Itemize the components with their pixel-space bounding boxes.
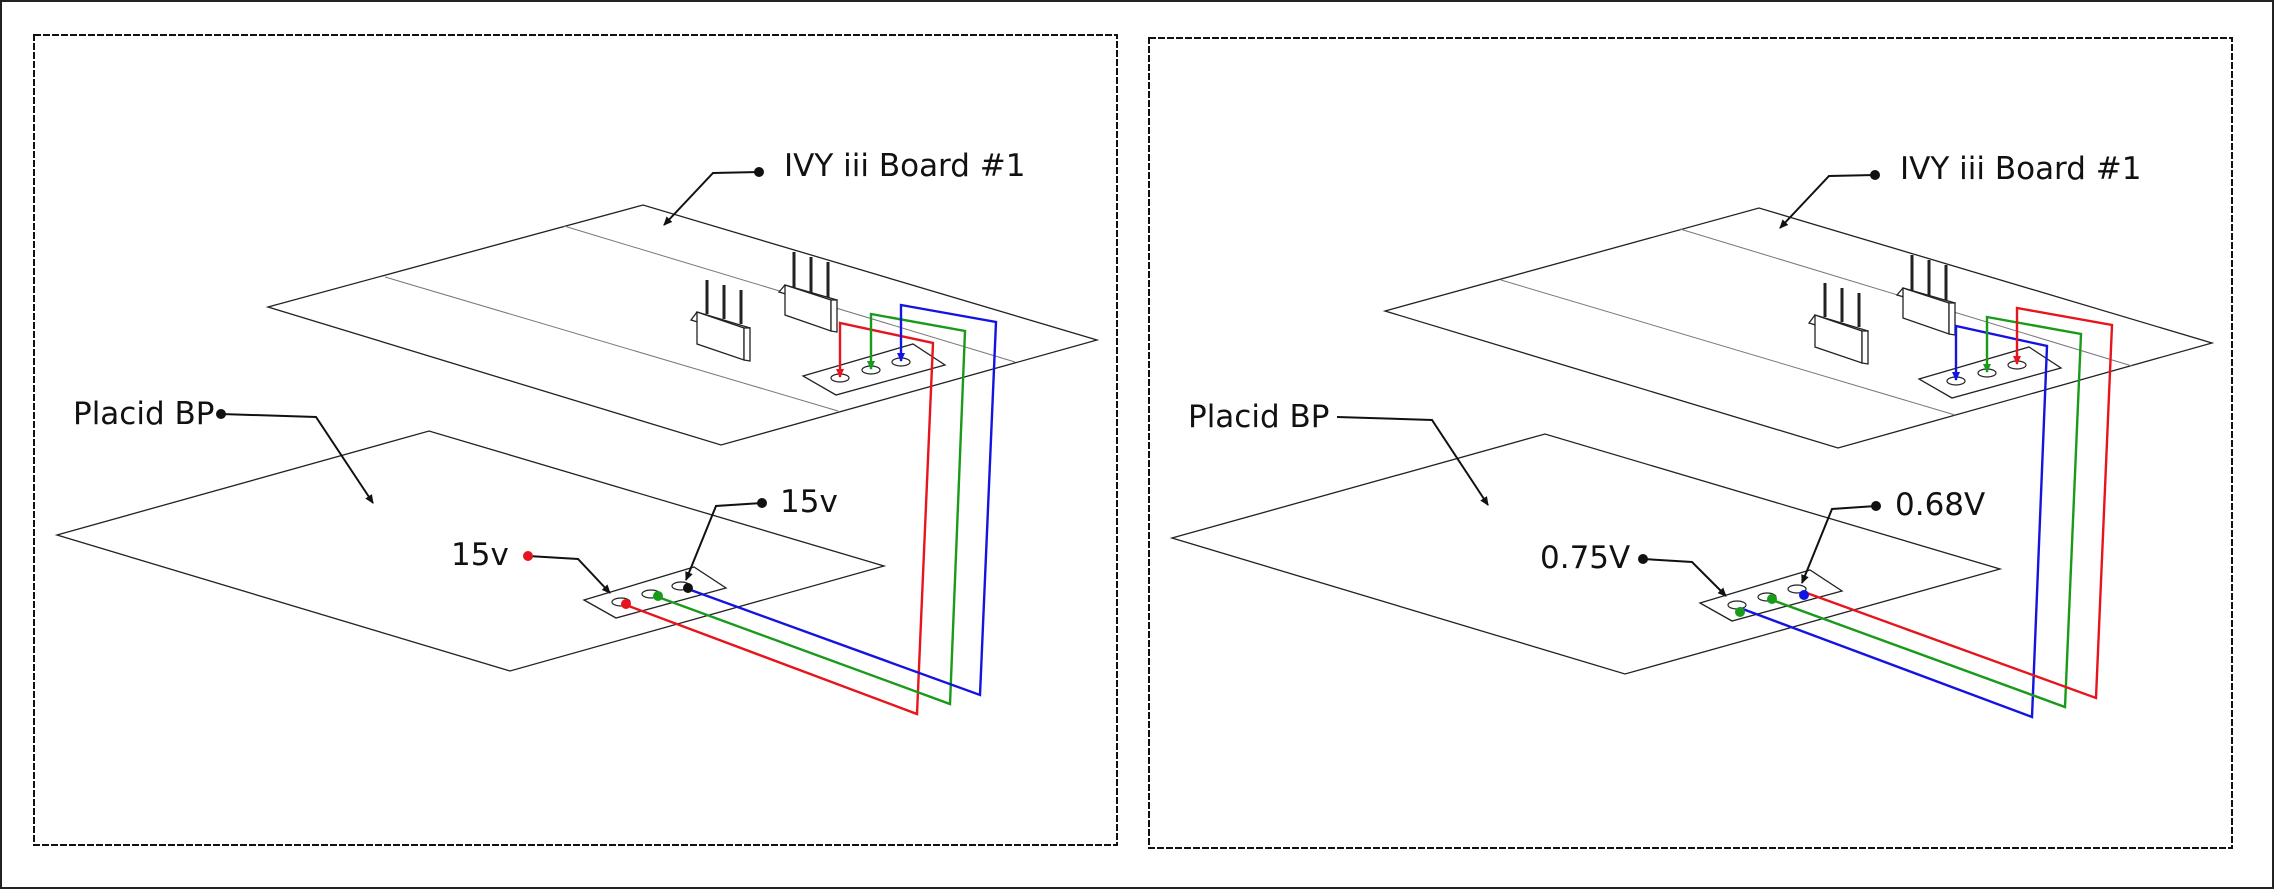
ivy-board-plane [265, 204, 1100, 446]
header-connector [1807, 283, 1870, 365]
probe-dot-black [683, 583, 693, 593]
panel-1-border [33, 34, 1118, 846]
probe-dot-green [1767, 594, 1777, 604]
wire-red [1803, 306, 2114, 700]
callout-right-pin: 15v [685, 484, 838, 581]
left-pin-label: 0.75V [1540, 540, 1630, 576]
callout-left-pin: 0.75V [1540, 540, 1727, 597]
panel-2-border [1148, 37, 2233, 849]
bp-board-plane [54, 430, 887, 672]
callout-left-pin: 15v [451, 537, 611, 594]
board-test-pad [1917, 346, 2063, 399]
wire-green [1771, 315, 2083, 709]
wire-blue [687, 303, 998, 697]
left-pin-label: 15v [451, 537, 509, 573]
wire-blue [1739, 324, 2049, 719]
board-label: IVY iii Board #1 [784, 148, 1026, 184]
header-connector [689, 280, 752, 362]
probe-dot-green [1735, 607, 1745, 617]
header-connector [1895, 255, 1957, 336]
probe-dot-green [653, 591, 663, 601]
ivy-board-divider [1500, 279, 1956, 416]
panel-1: IVY iii Board #1 Placid BP 15v 15v [33, 34, 1118, 846]
right-pin-label: 15v [780, 484, 838, 520]
wire-green [657, 312, 967, 706]
callout-board: IVY iii Board #1 [1779, 151, 2142, 229]
header-connector [777, 252, 839, 333]
callout-board: IVY iii Board #1 [663, 148, 1026, 226]
ivy-board-divider [384, 276, 839, 412]
callout-bp: Placid BP [73, 396, 374, 504]
board-test-pad [801, 343, 947, 396]
panel-2: IVY iii Board #1 Placid BP 0.68V 0.75V [1148, 37, 2233, 849]
probe-dot-blue [1799, 590, 1809, 600]
callout-bp: Placid BP [1188, 399, 1489, 506]
callout-right-pin: 0.68V [1801, 487, 1985, 584]
board-label: IVY iii Board #1 [1900, 151, 2142, 187]
bp-board-plane [1169, 433, 2003, 675]
bp-label: Placid BP [1188, 399, 1329, 435]
wire-red [625, 321, 935, 716]
bp-label: Placid BP [73, 396, 214, 432]
ivy-board-plane [1382, 207, 2215, 449]
right-pin-label: 0.68V [1895, 487, 1985, 523]
probe-dot-red [621, 599, 631, 609]
